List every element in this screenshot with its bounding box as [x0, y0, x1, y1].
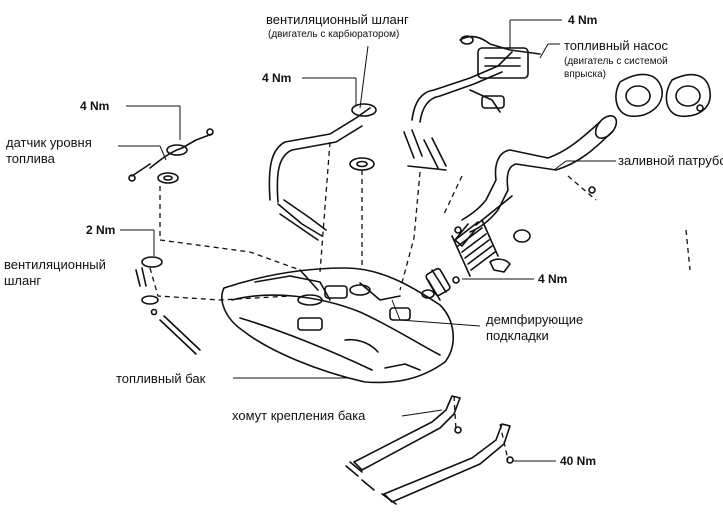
corrugated-hose-drawing — [421, 219, 531, 301]
fuel-pump-sublabel-1: (двигатель с системой — [564, 56, 668, 67]
vent-hose-top-label: вентиляционный шланг — [266, 12, 409, 27]
fuel-tank-label: топливный бак — [116, 371, 206, 386]
fuel-level-sensor-label-2: топлива — [6, 151, 55, 166]
torque-label-40nm: 40 Nm — [560, 454, 597, 468]
filler-pipe-label: заливной патрубок — [618, 153, 723, 168]
damping-pads-label-1: демпфирующие — [486, 312, 584, 327]
vent-hose-left-label-2: шланг — [4, 273, 42, 288]
tank-strap-label: хомут крепления бака — [232, 408, 366, 423]
fuel-tank-drawing — [221, 267, 455, 384]
vent-hose-left-drawing — [135, 256, 201, 355]
pump-gasket-drawing — [615, 73, 711, 117]
fuel-level-sensor-label-1: датчик уровня — [6, 135, 92, 150]
fuel-pump-sublabel-2: впрыска) — [564, 69, 606, 80]
torque-label-2nm: 2 Nm — [86, 223, 116, 237]
torque-label-center: 4 Nm — [262, 71, 292, 85]
vent-hose-top-sublabel: (двигатель с карбюратором) — [268, 29, 400, 40]
torque-label-top-right: 4 Nm — [568, 13, 598, 27]
vent-hose-left-label-1: вентиляционный — [4, 257, 106, 272]
tank-strap-drawing — [345, 395, 514, 505]
torque-label-right-mid: 4 Nm — [538, 272, 568, 286]
assembly-dashed-lines — [149, 141, 691, 461]
filler-pipe-drawing — [454, 114, 618, 247]
vent-hose-top-drawing — [268, 103, 377, 241]
leader-lines — [118, 19, 616, 462]
fuel-level-sensor-drawing — [128, 128, 214, 184]
fuel-pump-label: топливный насос — [564, 38, 669, 53]
fuel-pump-lines-drawing — [403, 35, 541, 171]
damping-pads-label-2: подкладки — [486, 328, 549, 343]
torque-label-left: 4 Nm — [80, 99, 110, 113]
